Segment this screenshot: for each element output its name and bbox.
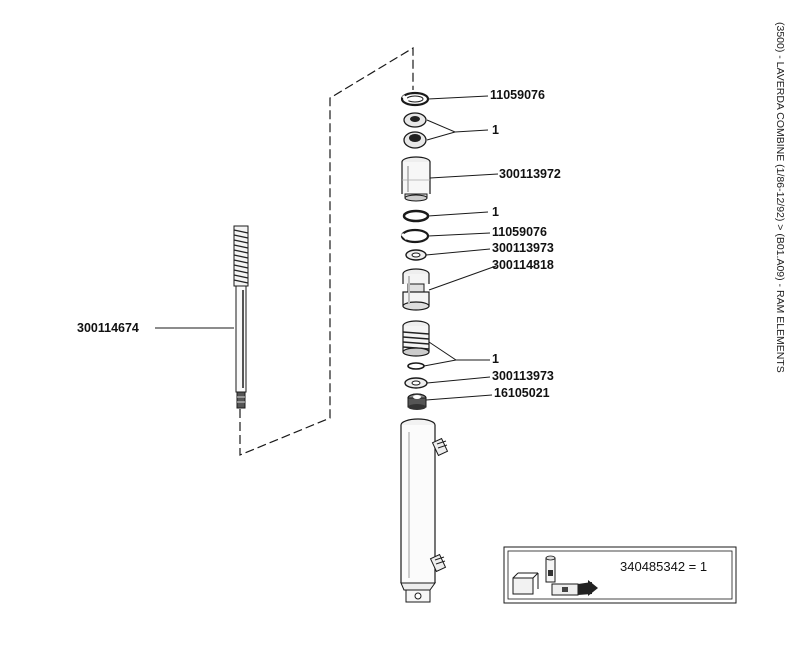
piston xyxy=(402,268,430,311)
snap-ring-mid xyxy=(400,228,430,244)
label-snap-ring-mid: 11059076 xyxy=(492,225,547,239)
seal-ring-c xyxy=(407,362,425,370)
guide-bushing xyxy=(401,156,431,202)
leader-nut xyxy=(425,394,493,401)
leader-snap-ring-top xyxy=(427,95,489,100)
kit-parts-icon xyxy=(512,555,598,596)
side-title: (3500) - LAVERDA COMBINE (1/86-12/92) > … xyxy=(774,22,786,373)
nut xyxy=(407,393,427,410)
leader-seal-kit-top xyxy=(426,119,489,133)
label-snap-ring-top: 11059076 xyxy=(490,88,545,102)
label-nut: 16105021 xyxy=(494,386,550,400)
seal-ring-a xyxy=(403,112,427,128)
leader-guide-bushing xyxy=(429,173,499,179)
kit-part-text: 340485342 = 1 xyxy=(620,559,707,574)
washer-upper xyxy=(405,249,427,261)
label-guide-bushing: 300113972 xyxy=(499,167,561,181)
label-washer-upper: 300113973 xyxy=(492,241,554,255)
leader-seal-kit-lower xyxy=(428,341,490,361)
washer-lower xyxy=(404,377,428,389)
seal-ring-b xyxy=(403,131,427,149)
o-ring xyxy=(402,209,430,223)
label-washer-lower: 300113973 xyxy=(492,369,554,383)
kit-inset: 340485342 = 1 xyxy=(503,546,737,604)
assembly-dashed-path xyxy=(239,46,414,456)
leader-snap-ring-mid xyxy=(427,232,491,237)
label-rod: 300114674 xyxy=(77,321,139,335)
label-seal-kit-lower: 1 xyxy=(492,352,499,366)
label-piston: 300114818 xyxy=(492,258,554,272)
label-o-ring: 1 xyxy=(492,205,499,219)
label-seal-kit-top: 1 xyxy=(492,123,499,137)
leader-washer-lower xyxy=(426,376,491,384)
cylinder-barrel xyxy=(400,418,449,603)
snap-ring-top xyxy=(400,91,430,107)
leader-piston xyxy=(428,265,497,291)
leader-o-ring xyxy=(427,211,489,217)
piston-rod xyxy=(233,225,249,409)
leader-washer-upper xyxy=(425,248,491,256)
seal-sleeve-lower xyxy=(402,320,430,357)
